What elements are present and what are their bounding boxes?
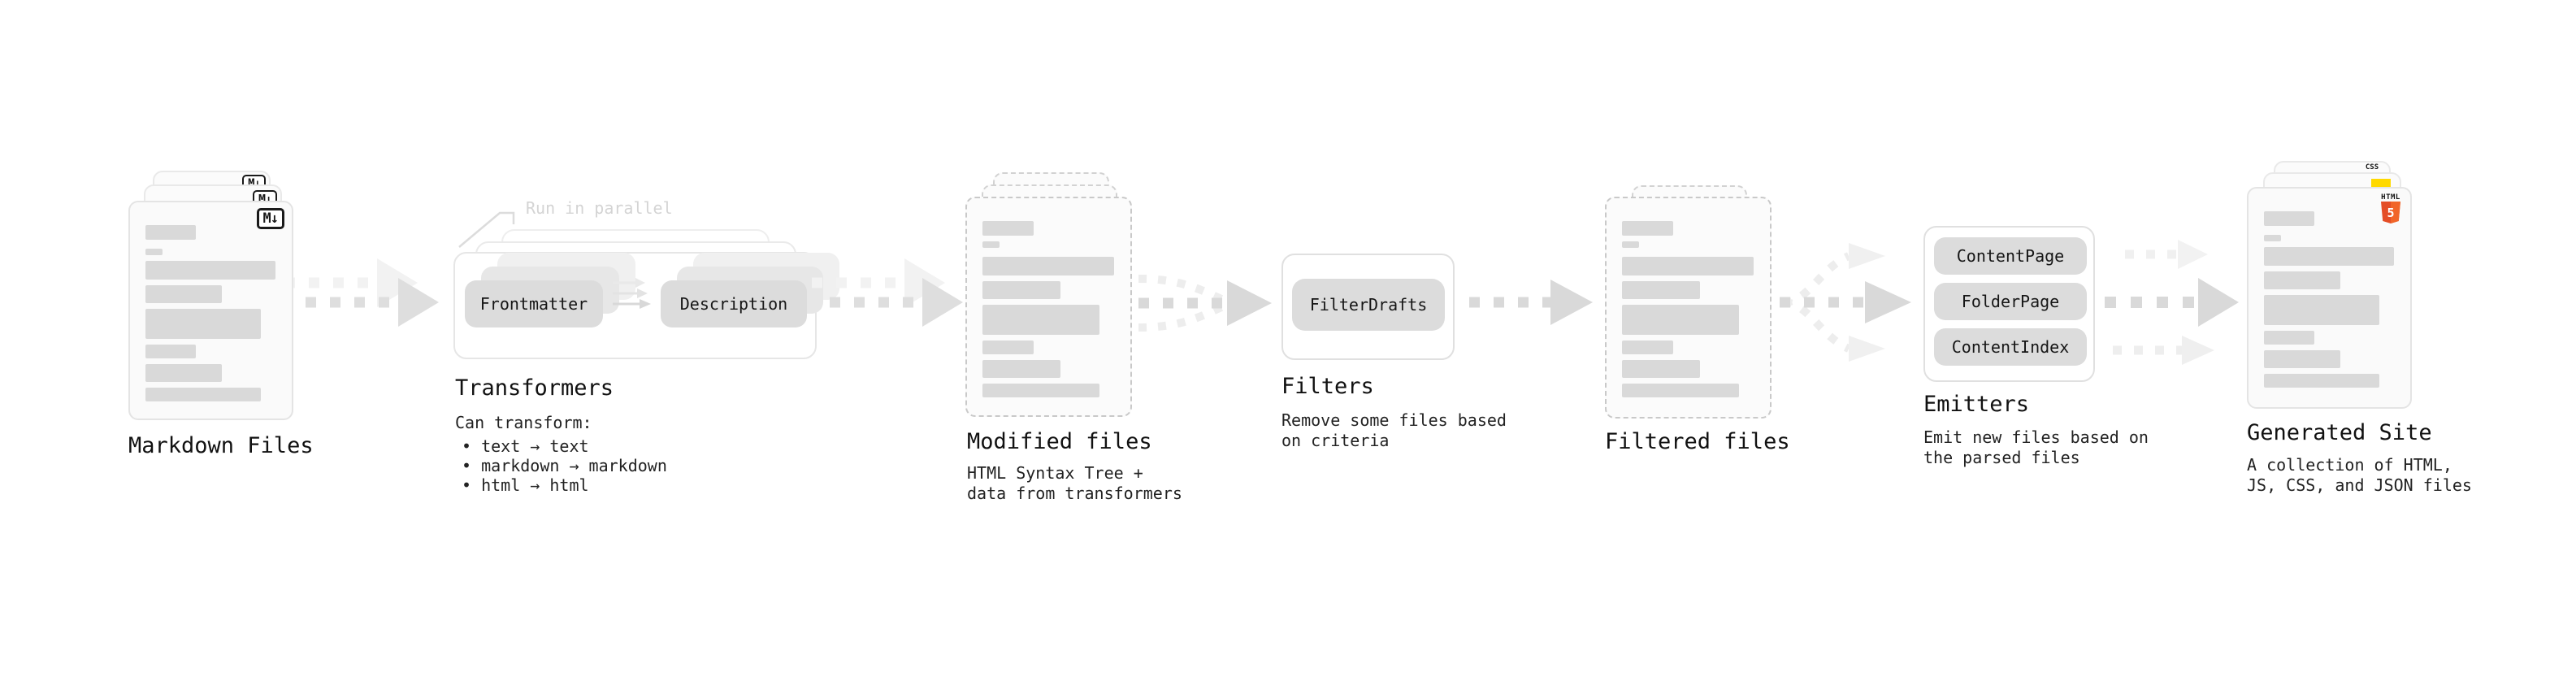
skeleton-line — [145, 345, 197, 358]
skeleton-line — [2264, 350, 2341, 368]
skeleton-line — [982, 257, 1114, 275]
skeleton-line — [2264, 211, 2315, 226]
note-leader-line — [458, 211, 515, 248]
skeleton-line — [145, 388, 262, 401]
skeleton-line — [2264, 374, 2380, 388]
skeleton-line — [145, 285, 223, 303]
skeleton-line — [145, 225, 197, 240]
skeleton-line — [2264, 271, 2341, 289]
arrow-transformers-to-modified — [812, 258, 963, 327]
skeleton-line — [1622, 241, 1640, 248]
skeleton-line — [145, 309, 262, 339]
skeleton-line — [1622, 221, 1674, 236]
arrow-filters-to-filtered — [1469, 280, 1593, 325]
html5-shield-icon: HTML 5 — [2379, 193, 2402, 224]
contentindex-pill: ContentIndex — [1934, 328, 2087, 366]
arrow-filtered-to-emitters — [1780, 243, 1911, 362]
frontmatter-pill: Frontmatter — [465, 280, 603, 327]
skeleton-line — [982, 241, 1000, 248]
arrow-emitters-to-generated — [2105, 240, 2239, 365]
modified-subtitle: HTML Syntax Tree + data from transformer… — [967, 463, 1182, 503]
stage-title-markdown-files: Markdown Files — [128, 433, 314, 458]
folderpage-pill: FolderPage — [1934, 283, 2087, 320]
stage-title-emitters: Emitters — [1923, 392, 2030, 417]
contentpage-pill: ContentPage — [1934, 237, 2087, 275]
stage-title-filtered-files: Filtered files — [1605, 429, 1790, 454]
markdown-page-front: M↓ — [128, 201, 293, 420]
filtered-page-front — [1605, 197, 1772, 419]
skeleton-line — [2264, 235, 2281, 241]
skeleton-line — [982, 305, 1100, 335]
skeleton-line — [982, 384, 1100, 397]
skeleton-line — [1622, 340, 1674, 354]
skeleton-line — [2264, 331, 2315, 345]
modified-page-front — [965, 197, 1132, 417]
transformers-bullet-2: • markdown → markdown — [462, 456, 667, 475]
skeleton-line — [1622, 305, 1740, 335]
stage-title-modified-files: Modified files — [967, 429, 1152, 454]
stage-title-generated-site: Generated Site — [2247, 420, 2432, 445]
generated-subtitle: A collection of HTML, JS, CSS, and JSON … — [2247, 455, 2472, 495]
transformers-bullet-1: • text → text — [462, 436, 589, 456]
stage-title-filters: Filters — [1281, 374, 1374, 399]
arrow-modified-to-filters — [1138, 275, 1272, 332]
run-in-parallel-label: Run in parallel — [526, 198, 673, 218]
parallel-arrows-icon — [613, 278, 651, 309]
generated-page-front: HTML 5 — [2247, 187, 2412, 409]
stage-title-transformers: Transformers — [455, 375, 614, 401]
filters-subtitle: Remove some files based on criteria — [1281, 410, 1507, 450]
description-pill: Description — [661, 280, 807, 327]
svg-text:5: 5 — [2387, 206, 2394, 220]
transformers-subtitle: Can transform: — [455, 413, 592, 432]
skeleton-line — [145, 261, 275, 280]
skeleton-line — [1622, 281, 1700, 299]
arrow-markdown-to-transformers — [284, 258, 439, 327]
skeleton-line — [982, 360, 1060, 378]
skeleton-line — [145, 364, 223, 382]
skeleton-line — [2264, 247, 2394, 266]
skeleton-line — [982, 281, 1060, 299]
transformers-bullet-3: • html → html — [462, 475, 589, 495]
skeleton-line — [145, 249, 163, 255]
markdown-badge-icon: M↓ — [256, 208, 284, 229]
skeleton-line — [1622, 360, 1700, 378]
skeleton-line — [2264, 295, 2380, 325]
skeleton-line — [1622, 257, 1754, 275]
filterdrafts-pill: FilterDrafts — [1292, 279, 1445, 331]
skeleton-line — [982, 221, 1034, 236]
skeleton-line — [982, 340, 1034, 354]
skeleton-line — [1622, 384, 1740, 397]
emitters-subtitle: Emit new files based on the parsed files — [1923, 427, 2149, 467]
